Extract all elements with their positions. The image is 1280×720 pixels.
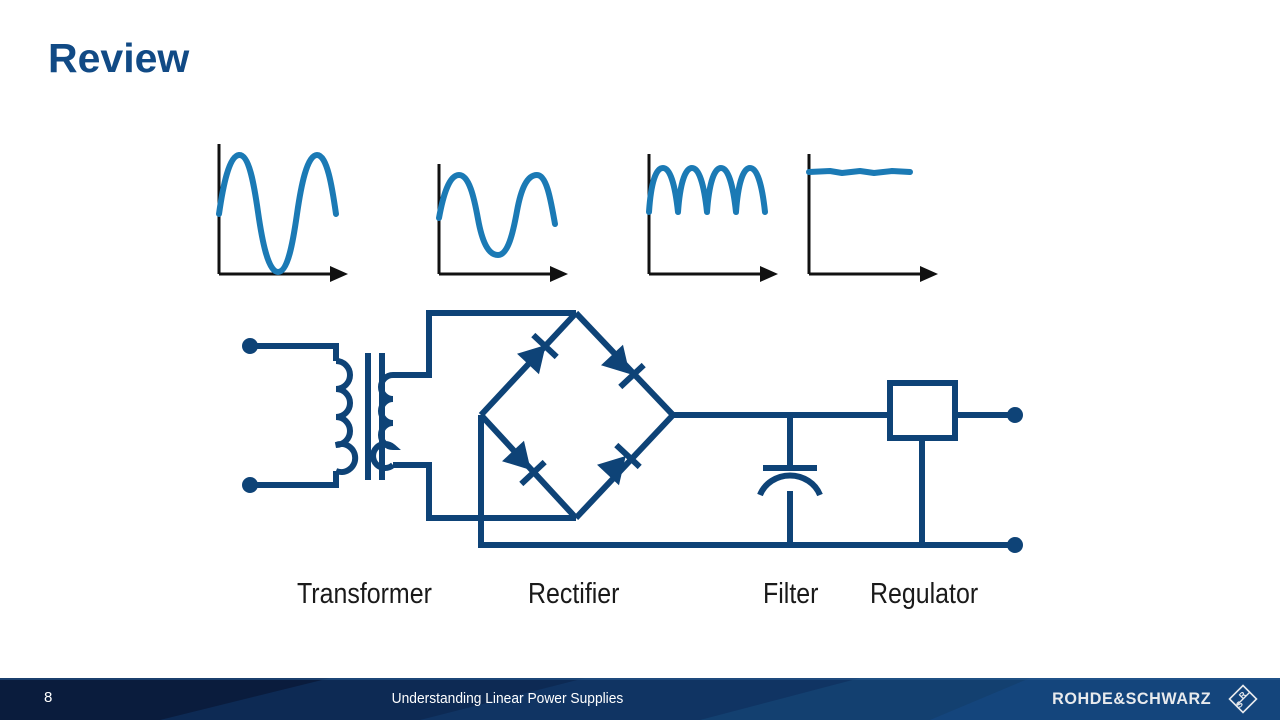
secondary-lead-top xyxy=(393,310,576,378)
footer-gradient-bands xyxy=(0,678,1280,720)
footer-top-divider xyxy=(0,678,1280,680)
waveform-ac-mains-input xyxy=(216,144,348,282)
stage-labels: Transformer Rectifier Filter Regulator xyxy=(0,578,1280,622)
waveform-stepped-down-ac xyxy=(436,164,568,282)
transformer-primary-coil xyxy=(334,358,359,475)
transformer-secondary-coil xyxy=(370,372,401,471)
diode-bottom-left xyxy=(502,440,547,487)
diode-bridge xyxy=(478,310,676,521)
trace-stepped-down-ac xyxy=(436,172,558,258)
stage-label-regulator: Regulator xyxy=(870,578,979,610)
diode-bottom-right xyxy=(597,442,642,486)
secondary-lead-bottom xyxy=(393,462,576,521)
diode-top-right xyxy=(601,344,646,390)
dc-output-terminal-negative xyxy=(1007,537,1023,553)
circuit-diagram xyxy=(242,310,1023,553)
footer-bar: 8 Understanding Linear Power Supplies RO… xyxy=(0,678,1280,720)
ac-input-lead-top xyxy=(250,343,339,361)
stage-label-filter: Filter xyxy=(763,578,819,610)
trace-regulated-dc xyxy=(806,168,913,176)
waveform-strip xyxy=(0,140,1280,290)
waveform-regulated-dc xyxy=(806,154,938,282)
dc-output-terminal-positive xyxy=(1007,407,1023,423)
rohde-schwarz-diamond-icon: R S xyxy=(1228,684,1258,714)
stage-label-transformer: Transformer xyxy=(297,578,432,610)
trace-full-wave-rectified xyxy=(646,165,768,215)
waveform-full-wave-rectified xyxy=(646,154,778,282)
bridge-negative-rail xyxy=(478,415,1015,548)
stage-label-rectifier: Rectifier xyxy=(528,578,620,610)
page-title: Review xyxy=(48,35,190,81)
ac-input-lead-bottom xyxy=(250,471,339,488)
svg-text:S: S xyxy=(1234,699,1245,710)
filter-capacitor xyxy=(757,465,823,497)
deck-title: Understanding Linear Power Supplies xyxy=(391,690,624,707)
brand-wordmark: ROHDE&SCHWARZ xyxy=(1051,689,1211,708)
axes-stepped-down-ac xyxy=(437,164,568,282)
regulator-block xyxy=(887,380,958,441)
trace-ac-mains-input xyxy=(216,152,339,275)
diode-top-left xyxy=(517,332,559,375)
brand-logo: ROHDE&SCHWARZ R S xyxy=(1048,684,1258,714)
svg-text:R: R xyxy=(1237,689,1248,700)
page-number: 8 xyxy=(44,689,53,706)
